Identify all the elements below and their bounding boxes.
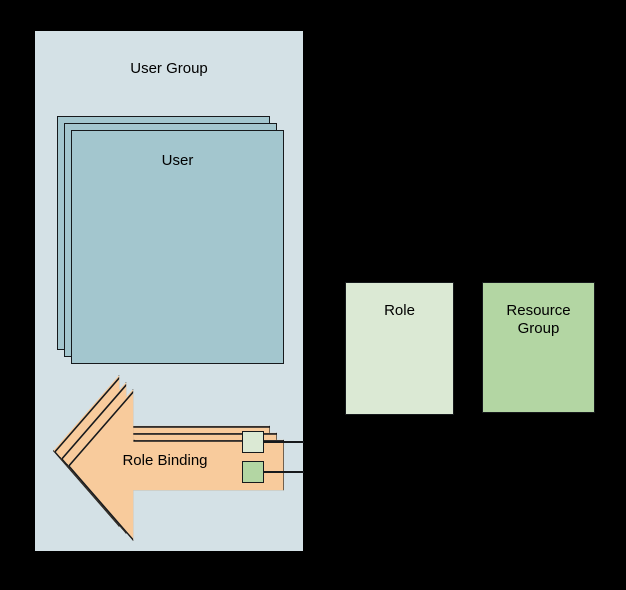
role-swatch[interactable] [242, 431, 264, 453]
resource-group-connector-line [264, 471, 304, 473]
role-box[interactable] [345, 282, 454, 415]
resource-group-box[interactable] [482, 282, 595, 413]
user-rect-front[interactable] [71, 130, 284, 364]
role-connector-line [264, 441, 304, 443]
resource-group-swatch[interactable] [242, 461, 264, 483]
